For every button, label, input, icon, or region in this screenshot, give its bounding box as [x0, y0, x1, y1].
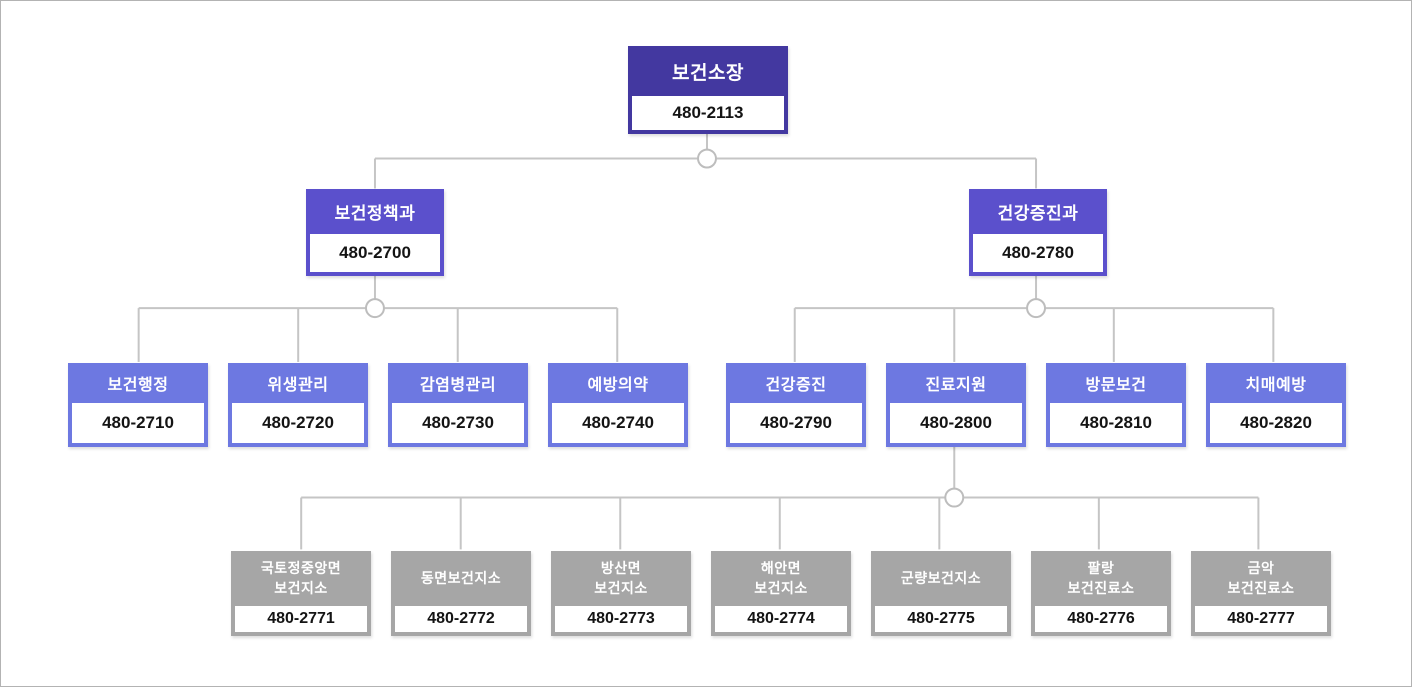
node-title: 보건정책과: [334, 204, 416, 223]
node-phone: 480-2740: [552, 403, 684, 443]
node-title: 해안면 보건지소: [754, 559, 808, 596]
node-dongmyeon-branch: 동면보건지소 480-2772: [391, 551, 531, 636]
node-health-promotion-division: 건강증진과 480-2780: [969, 189, 1107, 276]
node-title: 동면보건지소: [420, 569, 502, 586]
node-title: 보건소장: [672, 62, 744, 84]
node-gukto-jeongjungang-branch: 국토정중앙면 보건지소 480-2771: [231, 551, 371, 636]
node-phone: 480-2774: [715, 606, 847, 632]
node-title: 국토정중앙면 보건지소: [260, 559, 342, 596]
node-title: 방산면 보건지소: [594, 559, 648, 596]
node-phone: 480-2800: [890, 403, 1022, 443]
node-gunryang-branch: 군량보건지소 480-2775: [871, 551, 1011, 636]
node-title: 군량보건지소: [900, 569, 982, 586]
node-title: 건강증진과: [997, 204, 1079, 223]
node-visiting-health: 방문보건 480-2810: [1046, 363, 1186, 447]
node-health-administration: 보건행정 480-2710: [68, 363, 208, 447]
node-title: 보건행정: [107, 377, 169, 394]
node-phone: 480-2710: [72, 403, 204, 443]
node-preventive-medicine: 예방의약 480-2740: [548, 363, 688, 447]
node-phone: 480-2810: [1050, 403, 1182, 443]
node-phone: 480-2820: [1210, 403, 1342, 443]
node-bangsanmyeon-branch: 방산면 보건지소 480-2773: [551, 551, 691, 636]
node-health-promotion-team: 건강증진 480-2790: [726, 363, 866, 447]
node-phone: 480-2790: [730, 403, 862, 443]
node-phone: 480-2113: [632, 96, 784, 130]
junction-dot: [364, 298, 385, 319]
node-medical-support: 진료지원 480-2800: [886, 363, 1026, 447]
node-phone: 480-2771: [235, 606, 367, 632]
node-haeanmyeon-branch: 해안면 보건지소 480-2774: [711, 551, 851, 636]
node-phone: 480-2776: [1035, 606, 1167, 632]
node-title: 금악 보건진료소: [1227, 559, 1295, 596]
node-title: 치매예방: [1245, 377, 1307, 394]
node-title: 방문보건: [1085, 377, 1147, 394]
node-phone: 480-2775: [875, 606, 1007, 632]
node-phone: 480-2700: [310, 234, 440, 272]
node-phone: 480-2780: [973, 234, 1103, 272]
node-phone: 480-2730: [392, 403, 524, 443]
node-title: 예방의약: [587, 377, 649, 394]
node-phone: 480-2773: [555, 606, 687, 632]
node-dementia-prevention: 치매예방 480-2820: [1206, 363, 1346, 447]
node-health-center-director: 보건소장 480-2113: [628, 46, 788, 134]
node-palang-clinic: 팔랑 보건진료소 480-2776: [1031, 551, 1171, 636]
node-title: 진료지원: [925, 377, 987, 394]
node-phone: 480-2777: [1195, 606, 1327, 632]
node-title: 팔랑 보건진료소: [1067, 559, 1135, 596]
node-health-policy-division: 보건정책과 480-2700: [306, 189, 444, 276]
node-phone: 480-2720: [232, 403, 364, 443]
node-title: 위생관리: [267, 377, 329, 394]
node-phone: 480-2772: [395, 606, 527, 632]
node-infectious-disease-control: 감염병관리 480-2730: [388, 363, 528, 447]
node-title: 감염병관리: [419, 377, 497, 394]
node-hygiene-management: 위생관리 480-2720: [228, 363, 368, 447]
node-geumak-clinic: 금악 보건진료소 480-2777: [1191, 551, 1331, 636]
junction-dot: [1026, 298, 1047, 319]
node-title: 건강증진: [765, 377, 827, 394]
junction-dot: [944, 487, 965, 508]
junction-dot: [697, 148, 717, 169]
